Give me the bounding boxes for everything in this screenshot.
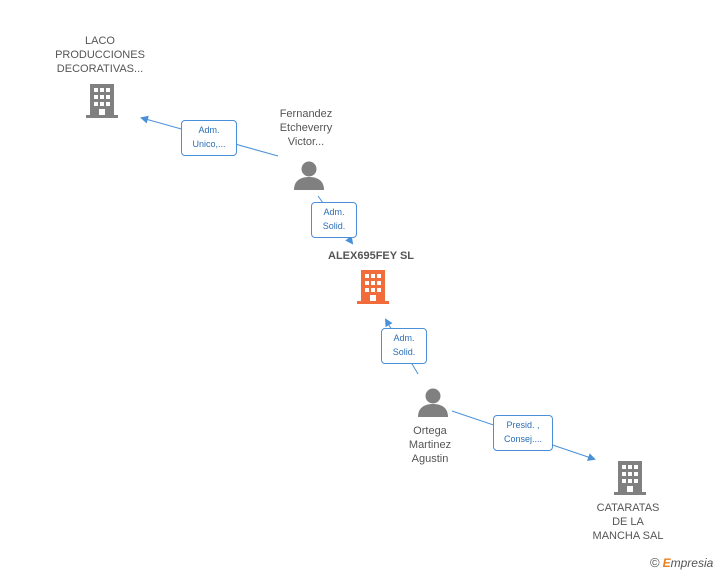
building-icon[interactable] bbox=[614, 461, 646, 495]
role-line: Solid. bbox=[392, 347, 416, 357]
person-icon[interactable] bbox=[418, 388, 448, 417]
role-line: Adm. bbox=[393, 333, 415, 343]
label-line: ALEX695FEY SL bbox=[328, 250, 414, 262]
empresia-brand: ©Empresia bbox=[650, 555, 713, 570]
label-line: LACO bbox=[85, 35, 115, 47]
label-line: Fernandez bbox=[279, 108, 333, 120]
building-icon[interactable] bbox=[86, 84, 118, 118]
role-label-fernandez-laco[interactable]: Adm. Unico,... bbox=[181, 120, 237, 156]
label-line: DECORATIVAS... bbox=[56, 63, 144, 75]
role-line: Adm. bbox=[323, 207, 345, 217]
role-line: Adm. bbox=[198, 125, 220, 135]
role-line: Solid. bbox=[322, 221, 346, 231]
label-line: Martinez bbox=[408, 439, 452, 451]
person-label-ortega[interactable]: Ortega Martinez Agustin bbox=[380, 424, 480, 466]
label-line: Ortega bbox=[413, 425, 447, 437]
company-label-laco[interactable]: LACO PRODUCCIONES DECORATIVAS... bbox=[40, 34, 160, 76]
company-label-cataratas[interactable]: CATARATAS DE LA MANCHA SAL bbox=[578, 501, 678, 543]
role-line: Presid. , bbox=[506, 420, 540, 430]
building-icon[interactable] bbox=[357, 270, 389, 304]
label-line: CATARATAS bbox=[596, 502, 660, 514]
label-line: DE LA bbox=[612, 516, 644, 528]
role-line: Unico,... bbox=[192, 139, 226, 149]
brand-name: mpresia bbox=[670, 556, 714, 570]
role-label-ortega-alex[interactable]: Adm. Solid. bbox=[381, 328, 427, 364]
label-line: MANCHA SAL bbox=[592, 530, 664, 542]
company-label-alex695fey[interactable]: ALEX695FEY SL bbox=[311, 249, 431, 263]
label-line: PRODUCCIONES bbox=[55, 49, 145, 61]
role-line: Consej.... bbox=[503, 434, 543, 444]
copyright-symbol: © bbox=[650, 555, 660, 570]
label-line: Etcheverry bbox=[279, 122, 333, 134]
role-label-fernandez-alex[interactable]: Adm. Solid. bbox=[311, 202, 357, 238]
person-label-fernandez[interactable]: Fernandez Etcheverry Victor... bbox=[256, 107, 356, 149]
person-icon[interactable] bbox=[294, 161, 324, 190]
label-line: Victor... bbox=[287, 136, 325, 148]
role-label-ortega-cataratas[interactable]: Presid. , Consej.... bbox=[493, 415, 553, 451]
brand-e-logo: E bbox=[662, 556, 671, 570]
label-line: Agustin bbox=[411, 453, 449, 465]
